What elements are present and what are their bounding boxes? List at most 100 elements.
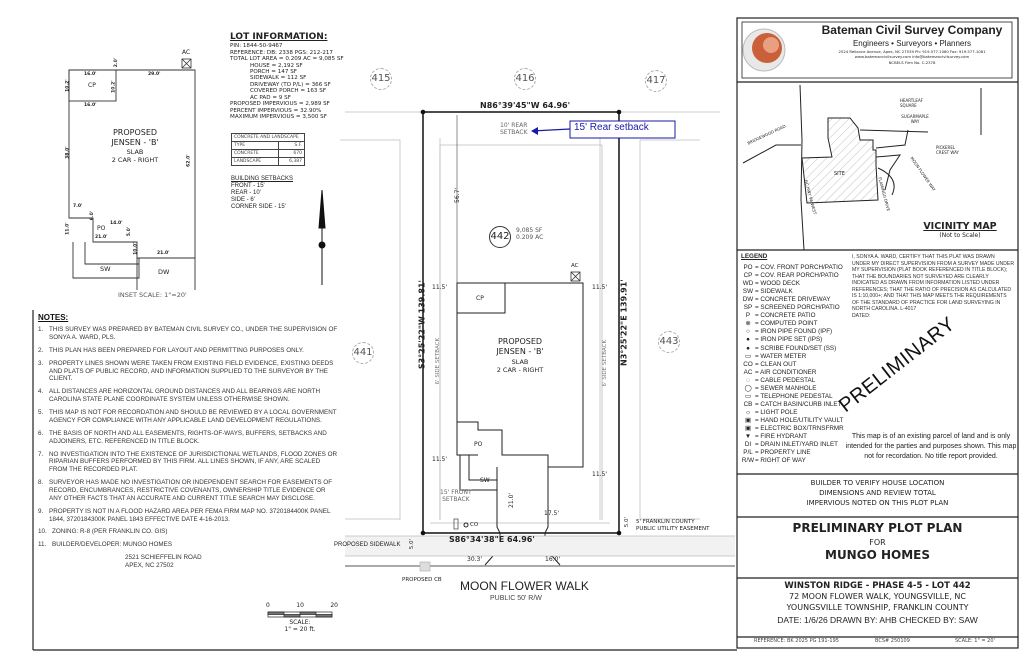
dim-label: 16.0' (84, 103, 97, 108)
legend-symbol: CO (743, 360, 753, 368)
footer-reference: REFERENCE: BK 2025 PG 191-195 (754, 638, 839, 644)
note-number: 2. (38, 346, 44, 354)
legend-item: AC= AIR CONDITIONER (741, 369, 844, 377)
company-address: 2524 Reliance Avenue, Apex, NC 27539 Ph:… (838, 48, 986, 54)
note-text: SURVEYOR HAS MADE NO INVESTIGATION OR IN… (49, 479, 333, 502)
setback-side: SIDE - 6' (231, 196, 255, 203)
note-item: 4.ALL DISTANCES ARE HORIZONTAL GROUND DI… (38, 388, 338, 404)
legend-description: = WATER METER (755, 352, 807, 360)
footer-scale: SCALE: 1" = 20' (955, 638, 995, 644)
parcel-415: 415 (370, 68, 392, 90)
note-item: 10.ZONING: R-8 (PER FRANKLIN CO. GIS) (38, 528, 338, 536)
legend-item: PO= COV. FRONT PORCH/PATIO (741, 264, 844, 272)
apron-width: 16.0' (545, 556, 561, 563)
legend-symbol: SW (742, 288, 754, 296)
note-text: PROPERTY LINES SHOWN WERE TAKEN FROM EXI… (49, 359, 334, 383)
dim-label: 21.0' (95, 235, 108, 240)
legend-symbol: ○ (746, 328, 750, 336)
legend-item: ◌ = CABLE PEDESTAL (741, 377, 844, 385)
total-lot-area: TOTAL LOT AREA = 0.209 AC = 9,085 SF (230, 56, 344, 63)
builder-note-line: BUILDER TO VERIFY HOUSE LOCATION (810, 479, 945, 487)
company-license: NCBELS Firm No. C-2378 (888, 59, 936, 65)
parcel-416: 416 (514, 68, 536, 90)
company-header: Bateman Civil Survey Company Engineers •… (812, 23, 1012, 65)
house-label-line: SLAB (511, 357, 529, 366)
legend-description: = HAND HOLE/UTILITY VAULT (755, 416, 844, 424)
dim-label: 5.0' (127, 226, 133, 237)
legend-description: = CONCRETE PATIO (755, 312, 816, 320)
house-area: HOUSE = 2,192 SF (250, 62, 303, 69)
notes: NOTES: 1.THIS SURVEY WAS PREPARED BY BAT… (38, 313, 338, 570)
legend-description: = TELEPHONE PEDESTAL (755, 392, 833, 400)
legend-item: ●= SCRIBE FOUND/SET (SS) (741, 345, 844, 353)
dim-label: 2.0' (114, 57, 120, 68)
legend-symbol: DW (742, 296, 754, 304)
legend-item: DI= DRAIN INLET/YARD INLET (741, 441, 844, 449)
dim-label: 29.0' (148, 72, 161, 77)
setback-corner-side: CORNER SIDE - 15' (231, 203, 286, 210)
builder-address-line: APEX, NC 27502 (125, 562, 174, 570)
vicinity-map-subtitle: (Not to Scale) (939, 231, 981, 239)
certification-text: I, SONYA A. WARD, CERTIFY THAT THIS PLAT… (852, 254, 1014, 313)
vicinity-title: VICINITY MAP (Not to Scale) (910, 221, 1010, 240)
depth-dimension: 56.7' (454, 187, 462, 203)
legend-symbol: ▭ (745, 392, 751, 400)
sw-label: SW (480, 477, 490, 484)
inset-po-label: PO (97, 225, 106, 232)
legend-description: = SCRIBE FOUND/SET (SS) (755, 344, 837, 352)
setback-rear: REAR - 10' (231, 189, 261, 196)
inset-cp-label: CP (88, 82, 96, 89)
note-text: THIS SURVEY WAS PREPARED BY BATEMAN CIVI… (49, 326, 338, 342)
scale-tick: 10 (296, 602, 304, 609)
reference: REFERENCE: DB: 2338 PGS: 212-217 (230, 49, 333, 56)
dim-label: 11.0' (65, 222, 71, 235)
legend-description: = SCREENED PORCH/PATIO (755, 304, 840, 312)
dim-label: 10.0' (133, 242, 139, 255)
pin: PIN: 1844-50-9467 (230, 43, 283, 50)
plan-title: PRELIMINARY PLOT PLAN FOR MUNGO HOMES (737, 521, 1018, 563)
house-label-line: JENSEN - 'B' (111, 138, 159, 147)
vicinity-heartleaf: HEARTLEAF SQUARE (900, 98, 923, 108)
table-cell: 670 (277, 149, 306, 158)
sidewalk-area: SIDEWALK = 112 SF (250, 75, 307, 82)
legend-symbol: P (745, 312, 751, 320)
front-setback-line: 15' FRONT (440, 489, 472, 496)
notes-title: NOTES: (38, 313, 69, 322)
house-label-line: 2 CAR - RIGHT (496, 366, 544, 375)
note-item: 8. SURVEYOR HAS MADE NO INVESTIGATION OR … (38, 479, 338, 503)
legend-symbol: ◯ (744, 384, 752, 392)
legend-item: ▣= HAND HOLE/UTILITY VAULT (741, 417, 844, 425)
note-number: 7. (38, 450, 44, 458)
project-address: 72 MOON FLOWER WALK, YOUNGSVILLE, NC (789, 592, 966, 602)
east-boundary-bearing: N3°25'22"E 139.91' (619, 279, 629, 366)
water-meter-icon (453, 518, 459, 530)
note-number: 8. (38, 479, 44, 487)
legend-item: R/W= RIGHT OF WAY (741, 457, 844, 465)
house-label-line: SLAB (126, 148, 144, 156)
legend-item: CP= COV. REAR PORCH/PATIO (741, 272, 844, 280)
table-cell: LANDSCAPE (231, 157, 279, 166)
legend-symbol: PO (743, 264, 753, 272)
legend-description: = CABLE PEDESTAL (755, 376, 816, 384)
rear-setback-line: 10' REAR (500, 122, 528, 129)
proposed-cb-icon (419, 561, 431, 572)
inset-house-outline (68, 69, 196, 290)
easement-line: PUBLIC UTILITY EASEMENT (636, 525, 710, 532)
driveway-depth: 21.0' (508, 492, 516, 508)
company-logo-icon (742, 28, 786, 72)
house-label-line: PROPOSED (112, 128, 158, 137)
note-item: 1.THIS SURVEY WAS PREPARED BY BATEMAN CI… (38, 326, 338, 342)
vicinity-pickerel: PICKEREL CREST WAY (936, 145, 959, 155)
scale-bar (267, 611, 333, 618)
table-cell: 6,387 (277, 157, 306, 166)
scale-tick: 20 (330, 602, 338, 609)
legend-item: CO= CLEAN OUT (741, 361, 844, 369)
legend-symbol: ◌ (746, 376, 750, 384)
legend-symbol: DI (744, 441, 752, 449)
west-side-setback: 6' SIDE SETBACK (434, 337, 441, 385)
dim-label: 16.0' (84, 72, 97, 77)
